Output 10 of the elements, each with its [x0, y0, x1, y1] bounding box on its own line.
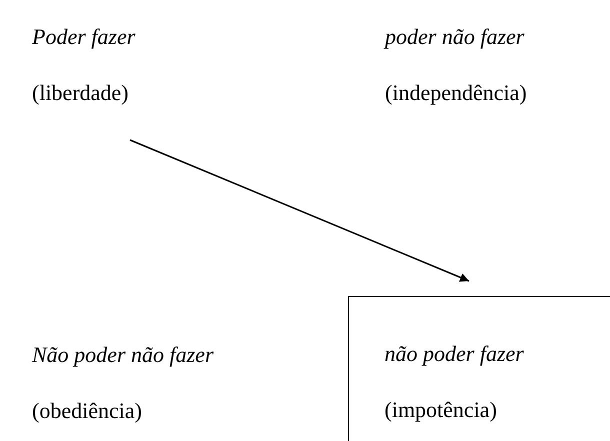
parenthetical-label: (liberdade): [32, 80, 128, 106]
parenthetical-label: (obediência): [32, 398, 142, 424]
table-cell-border: [348, 296, 610, 441]
parenthetical-label: (impotência): [384, 397, 497, 423]
modal-phrase: Não poder não fazer: [32, 342, 214, 368]
arrow: [130, 139, 470, 282]
modal-phrase: Poder fazer: [32, 24, 136, 50]
modal-phrase: não poder fazer: [384, 341, 524, 367]
parenthetical-label: (independência): [385, 80, 527, 106]
modal-phrase: poder não fazer: [385, 24, 524, 50]
